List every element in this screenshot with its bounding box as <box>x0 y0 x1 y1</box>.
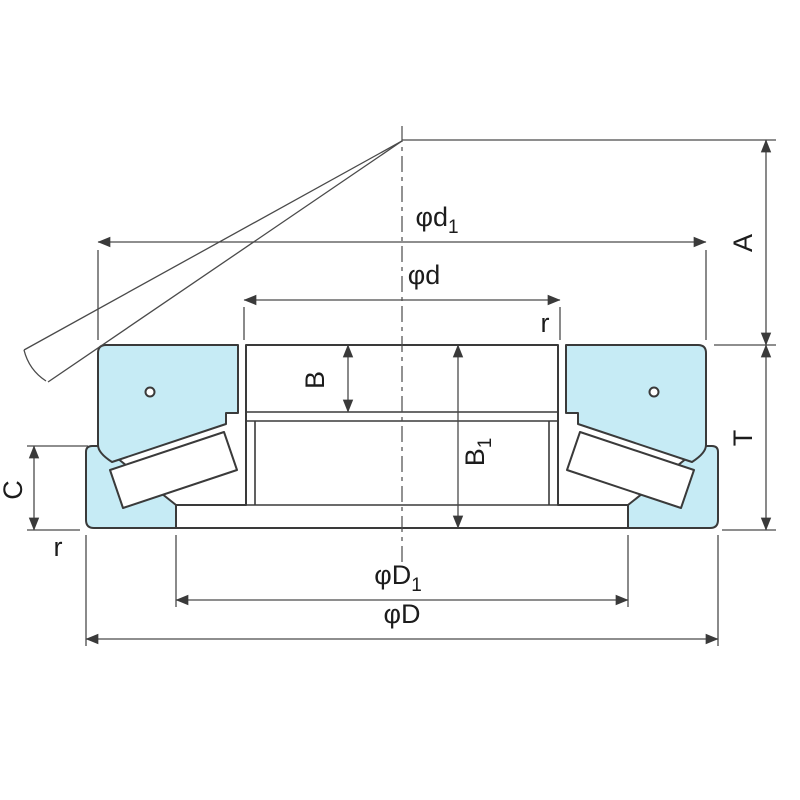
dim-label-d1: φd1 <box>415 202 458 238</box>
dimension-B: B <box>300 344 354 413</box>
shaft-washer-right <box>565 344 707 463</box>
dimension-phi-D: φD <box>85 535 719 646</box>
dim-label-T: T <box>728 430 758 447</box>
dimension-phi-D1: φD1 <box>175 535 629 607</box>
dimension-C: C <box>0 445 88 531</box>
dimension-A: A <box>402 139 776 346</box>
leader-line-1 <box>23 140 403 351</box>
dimension-B1: B1 <box>452 344 496 529</box>
dimension-T: T <box>722 344 776 531</box>
dim-label-d: φd <box>408 260 441 290</box>
leader-arc <box>23 349 47 382</box>
roller-left <box>109 431 238 509</box>
dim-label-C: C <box>0 480 28 500</box>
leader-line-2 <box>47 140 403 383</box>
dim-label-r-top: r <box>541 308 550 338</box>
dimension-phi-d1: φd1 <box>97 202 707 340</box>
roller-right <box>566 431 695 509</box>
dimension-phi-d: φd <box>243 260 561 340</box>
rivet-left <box>144 386 156 398</box>
dim-label-A: A <box>728 234 758 252</box>
dim-label-r-bottom: r <box>54 532 63 562</box>
dim-label-B1: B1 <box>460 438 496 467</box>
rivet-right <box>648 386 660 398</box>
dim-label-D1: φD1 <box>374 560 422 596</box>
dim-label-B: B <box>300 371 330 389</box>
dim-label-D: φD <box>383 599 420 629</box>
